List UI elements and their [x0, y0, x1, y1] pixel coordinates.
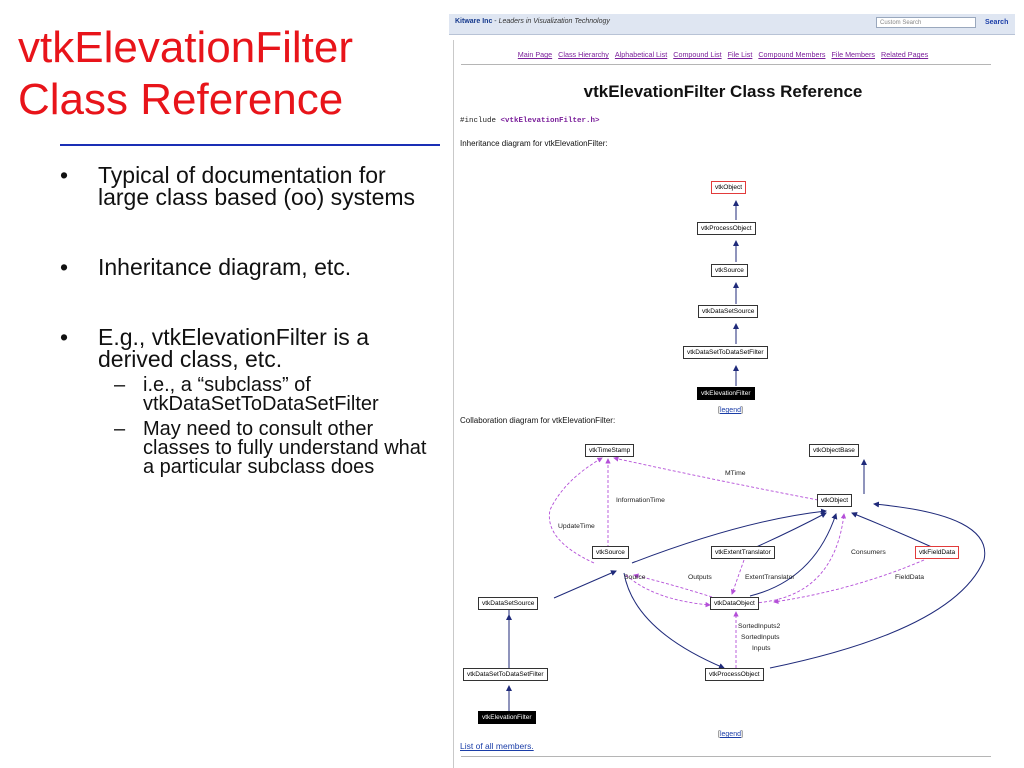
bottom-divider [461, 756, 991, 757]
edge-label-updatetime: UpdateTime [558, 523, 595, 530]
collab-node-vtkelevationfilter[interactable]: vtkElevationFilter [478, 711, 536, 724]
collab-node-vtktimestamp[interactable]: vtkTimeStamp [585, 444, 635, 457]
bullet-text: Typical of documentation for large class… [98, 162, 416, 210]
inherit-node-vtkprocessobject[interactable]: vtkProcessObject [697, 222, 756, 235]
nav-link-related-pages[interactable]: Related Pages [881, 50, 929, 59]
bullet-text: Inheritance diagram, etc. [98, 254, 352, 280]
include-line: #include <vtkElevationFilter.h> [460, 117, 600, 125]
inherit-node-vtkdatasettodatasetfilter[interactable]: vtkDataSetToDataSetFilter [683, 346, 768, 359]
inheritance-legend-link[interactable]: legend [719, 407, 741, 414]
collab-edge [553, 570, 617, 599]
sub-bullet-text: i.e., a “subclass” of vtkDataSetToDataSe… [143, 374, 379, 415]
brand-tagline: Leaders in Visualization Technology [498, 18, 610, 25]
bullet-symbol: • [60, 324, 69, 350]
nav-divider [461, 64, 991, 65]
sub-bullet-symbol: – [114, 418, 126, 440]
collaboration-legend-link[interactable]: legend [719, 731, 741, 738]
slide-title-line-2: Class Reference [18, 75, 344, 124]
collab-edge [769, 501, 986, 669]
inherit-node-vtksource[interactable]: vtkSource [711, 264, 748, 277]
site-brand[interactable]: Kitware Inc - Leaders in Visualization T… [455, 18, 610, 25]
collab-node-vtkdatasettodatasetfilter[interactable]: vtkDataSetToDataSetFilter [463, 668, 548, 681]
collab-dashed-edge [633, 573, 713, 598]
brand-name: Kitware Inc [455, 18, 493, 25]
sub-bullet-symbol: – [114, 374, 126, 396]
include-directive: #include [460, 117, 501, 125]
edge-label-source: Source [624, 574, 646, 581]
doc-page: Main Page Class Hierarchy Alphabetical L… [453, 40, 992, 768]
collab-dashed-edge [625, 574, 711, 608]
inherit-node-vtkelevationfilter[interactable]: vtkElevationFilter [697, 387, 755, 400]
bullet-item: • E.g., vtkElevationFilter is a derived … [58, 324, 438, 478]
collab-dashed-edge [773, 559, 925, 605]
bullet-symbol: • [60, 254, 69, 280]
diagram-edges [506, 200, 986, 712]
doc-nav: Main Page Class Hierarchy Alphabetical L… [454, 50, 992, 59]
bullet-item: • Typical of documentation for large cla… [58, 162, 438, 210]
include-file-link[interactable]: <vtkElevationFilter.h> [500, 117, 600, 125]
edge-label-inputs: Inputs [752, 645, 771, 652]
collab-edge [753, 512, 827, 549]
collab-node-vtkobject[interactable]: vtkObject [817, 494, 853, 507]
title-divider [60, 144, 440, 146]
nav-link-class-hierarchy[interactable]: Class Hierarchy [558, 50, 609, 59]
collab-node-vtkdataobject[interactable]: vtkDataObject [710, 597, 759, 610]
collab-node-vtksource[interactable]: vtkSource [592, 546, 629, 559]
collab-edge [623, 572, 725, 669]
inheritance-legend: [legend] [718, 407, 743, 414]
collaboration-legend: [legend] [718, 731, 743, 738]
slide-title: vtkElevationFilter Class Reference [18, 22, 438, 126]
sub-bullet-text: May need to consult other classes to ful… [143, 418, 427, 478]
list-all-members-link[interactable]: List of all members. [460, 741, 534, 751]
nav-link-file-list[interactable]: File List [727, 50, 753, 59]
collab-node-vtkfielddata[interactable]: vtkFieldData [915, 546, 960, 559]
collab-node-vtkobjectbase[interactable]: vtkObjectBase [809, 444, 859, 457]
bullet-list: • Typical of documentation for large cla… [58, 164, 438, 479]
edge-label-sortedinputs2: SortedInputs2 [738, 623, 781, 630]
bullet-item: • Inheritance diagram, etc. [58, 254, 438, 280]
collab-edge [851, 512, 935, 549]
edge-label-extenttranslator: ExtentTranslator [745, 574, 795, 581]
search-input[interactable]: Custom Search [876, 17, 976, 28]
edge-label-outputs: Outputs [688, 574, 712, 581]
sub-bullet-item: – i.e., a “subclass” of vtkDataSetToData… [98, 374, 438, 415]
slide-title-line-1: vtkElevationFilter [18, 23, 354, 72]
edge-label-fielddata: FieldData [895, 574, 925, 581]
doc-title: vtkElevationFilter Class Reference [583, 82, 863, 101]
edge-label-informationtime: InformationTime [616, 497, 665, 504]
collab-node-vtkdatasetsource[interactable]: vtkDataSetSource [478, 597, 539, 610]
collab-edge [749, 513, 838, 597]
collab-node-vtkextenttranslator[interactable]: vtkExtentTranslator [711, 546, 775, 559]
search-button[interactable]: Search [985, 19, 1009, 26]
nav-link-main-page[interactable]: Main Page [517, 50, 553, 59]
edge-label-mtime: MTime [725, 470, 746, 477]
collab-dashed-edge [753, 513, 847, 604]
documentation-screenshot: Kitware Inc - Leaders in Visualization T… [449, 14, 1015, 768]
nav-link-compound-list[interactable]: Compound List [673, 50, 722, 59]
nav-link-file-members[interactable]: File Members [831, 50, 876, 59]
inherit-node-vtkdatasetsource[interactable]: vtkDataSetSource [698, 305, 759, 318]
collaboration-caption: Collaboration diagram for vtkElevationFi… [460, 416, 616, 425]
collab-edge [631, 508, 827, 564]
bullet-text: E.g., vtkElevationFilter is a derived cl… [98, 324, 369, 372]
sub-bullet-item: – May need to consult other classes to f… [98, 418, 438, 478]
collab-node-vtkprocessobject[interactable]: vtkProcessObject [705, 668, 764, 681]
inheritance-caption: Inheritance diagram for vtkElevationFilt… [460, 139, 608, 148]
collab-dashed-edge [613, 456, 819, 501]
nav-link-compound-members[interactable]: Compound Members [758, 50, 826, 59]
edge-label-consumers: Consumers [851, 549, 886, 556]
edge-label-sortedinputs: SortedInputs [741, 634, 780, 641]
site-header-bar: Kitware Inc - Leaders in Visualization T… [449, 14, 1015, 35]
nav-link-alphabetical-list[interactable]: Alphabetical List [614, 50, 668, 59]
bullet-symbol: • [60, 162, 69, 188]
inherit-node-vtkobject[interactable]: vtkObject [711, 181, 747, 194]
collab-dashed-edge [730, 559, 745, 595]
